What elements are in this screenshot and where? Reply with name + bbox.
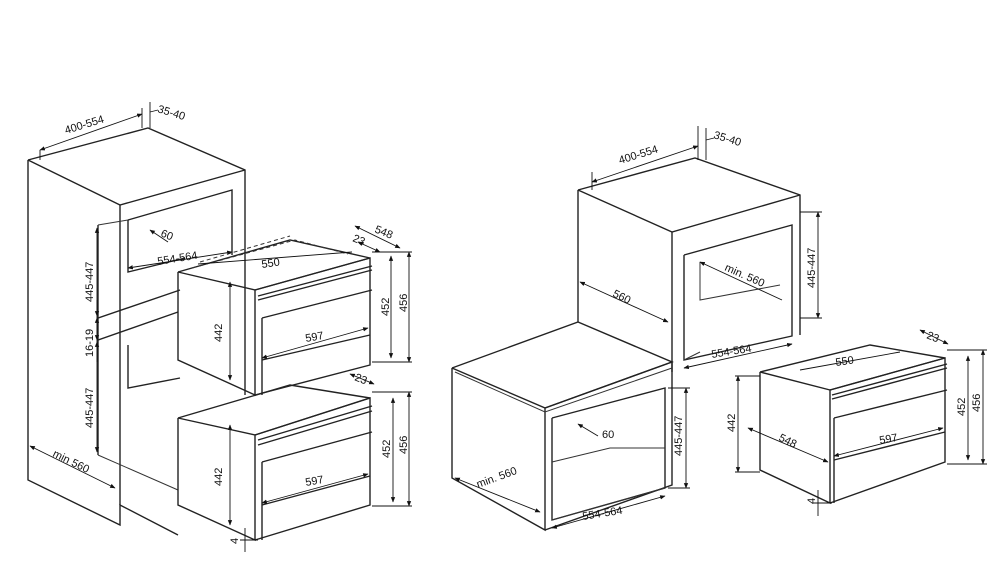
label-lower-total-height: 456 bbox=[398, 436, 410, 454]
right-labels: 400-554 35-40 445-447 560 min. 560 554-5… bbox=[475, 129, 983, 523]
label-left-niche-depth: 400-554 bbox=[63, 114, 105, 137]
label-upper-front-height: 452 bbox=[380, 298, 392, 316]
label-left-height-lower: 445-447 bbox=[84, 388, 96, 428]
label-right-app-front-height: 452 bbox=[956, 398, 968, 416]
label-lower-front-width: 597 bbox=[304, 474, 324, 489]
label-left-vent: 35-40 bbox=[156, 103, 186, 123]
label-right-tall-height: 445-447 bbox=[806, 248, 818, 288]
label-right-base-rear-inset: 60 bbox=[602, 429, 614, 441]
label-right-app-total-height: 456 bbox=[971, 394, 983, 412]
label-left-min-depth: min 560 bbox=[51, 448, 91, 476]
left-installation: 400-554 35-40 445-447 16-19 445-447 60 5… bbox=[27, 102, 412, 552]
left-dimensions bbox=[29, 102, 412, 552]
label-right-tall-depth: 400-554 bbox=[617, 144, 659, 167]
label-right-base-width: 554-564 bbox=[582, 505, 624, 523]
right-tall-cabinet bbox=[577, 157, 801, 372]
label-left-rear-inset: 60 bbox=[159, 228, 175, 244]
label-left-niche-width: 554-564 bbox=[157, 250, 199, 268]
label-upper-front-width: 597 bbox=[304, 330, 324, 345]
label-right-app-bottom-gap: 4 bbox=[806, 498, 818, 504]
label-upper-top-width: 550 bbox=[261, 257, 281, 271]
label-right-base-min-depth: min. 560 bbox=[475, 465, 519, 491]
label-lower-bottom-gap: 4 bbox=[229, 538, 241, 544]
right-installation: 400-554 35-40 445-447 560 min. 560 554-5… bbox=[451, 126, 987, 532]
label-lower-panel: 23 bbox=[353, 372, 369, 388]
label-right-tall-vent: 35-40 bbox=[712, 129, 742, 149]
label-upper-depth: 548 bbox=[373, 224, 395, 242]
label-right-app-top-width: 550 bbox=[835, 355, 855, 369]
label-right-app-front-width: 597 bbox=[878, 432, 898, 447]
label-lower-side-height: 442 bbox=[213, 468, 225, 486]
right-base-cabinet bbox=[451, 321, 674, 532]
label-right-app-side-height: 442 bbox=[726, 414, 738, 432]
right-dimensions bbox=[454, 126, 987, 529]
label-upper-total-height: 456 bbox=[398, 294, 410, 312]
label-right-tall-width: 554-564 bbox=[711, 343, 753, 361]
label-left-height-upper: 445-447 bbox=[84, 262, 96, 302]
label-upper-panel: 23 bbox=[351, 233, 367, 249]
right-appliance bbox=[759, 344, 948, 505]
label-right-app-panel: 23 bbox=[925, 330, 941, 346]
label-lower-front-height: 452 bbox=[381, 440, 393, 458]
left-lower-appliance bbox=[177, 384, 373, 542]
label-left-gap: 16-19 bbox=[84, 329, 96, 357]
label-upper-side-height: 442 bbox=[213, 324, 225, 342]
label-right-base-height: 445-447 bbox=[673, 416, 685, 456]
